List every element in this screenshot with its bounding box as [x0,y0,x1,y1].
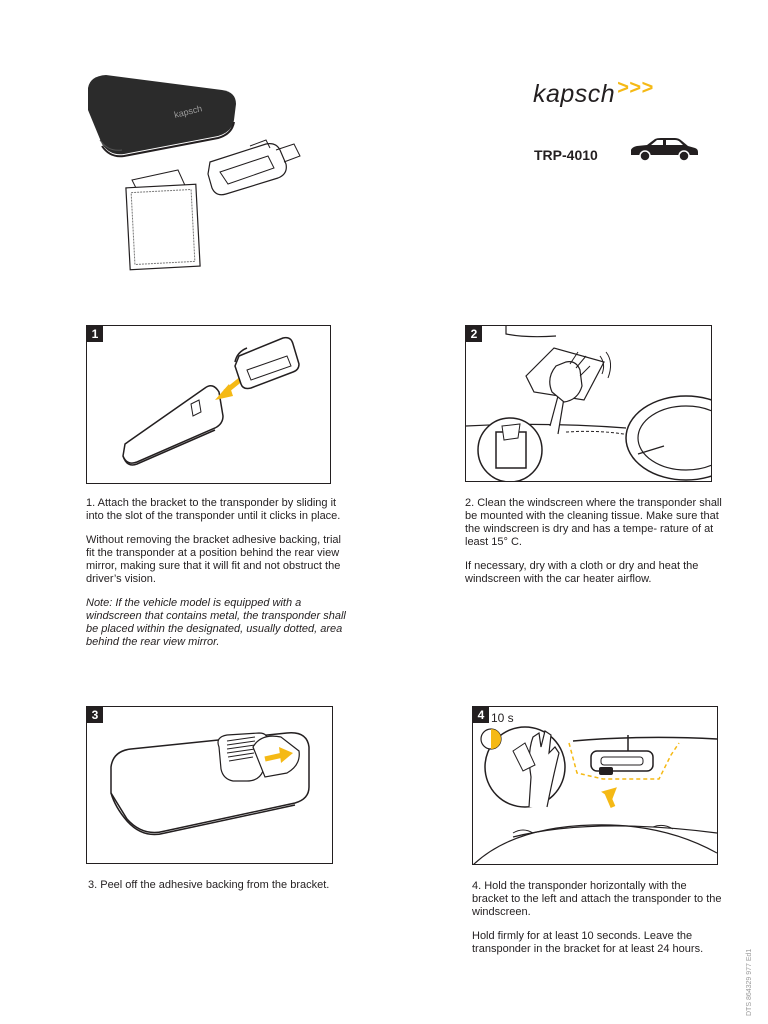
step-2-paragraph: 2. Clean the windscreen where the transp… [465,497,725,549]
step-3-paragraph: 3. Peel off the adhesive backing from th… [88,879,348,892]
step-2-text: 2. Clean the windscreen where the transp… [465,497,725,597]
step-number-badge: 1 [87,326,103,342]
step-1-paragraph: Without removing the bracket adhesive ba… [86,534,346,586]
step-number-badge: 2 [466,326,482,342]
step-4-paragraph: Hold firmly for at least 10 seconds. Lea… [472,930,722,956]
step-number-badge: 4 [473,707,489,723]
mounting-bracket [208,140,300,195]
step-4-illustration: 4 10 s [472,706,718,865]
step-number-badge: 3 [87,707,103,723]
step-3-illustration: 3 [86,706,333,864]
step-2-illustration: 2 [465,325,712,482]
step-4-text: 4. Hold the transponder horizontally wit… [472,880,722,967]
step-1-illustration: 1 [86,325,331,484]
step-1-text: 1. Attach the bracket to the transponder… [86,497,346,660]
cleaning-tissue-packet [126,170,200,270]
document-id: DTS 864329 977 Ed1 [746,949,753,1016]
brand-name: kapsch [533,80,615,108]
step-3-text: 3. Peel off the adhesive backing from th… [88,879,348,903]
step-4-paragraph: 4. Hold the transponder horizontally wit… [472,880,722,919]
step-2-paragraph: If necessary, dry with a cloth or dry an… [465,560,725,586]
step-1-note: Note: If the vehicle model is equipped w… [86,597,346,649]
package-contents-illustration: kapsch [80,70,330,280]
brand-chevrons-icon: >>> [617,77,654,99]
step-1-paragraph: 1. Attach the bracket to the transponder… [86,497,346,523]
car-icon [629,137,699,163]
brand-logo: kapsch>>> [533,80,654,109]
product-model: TRP-4010 [534,147,598,163]
timer-label: 10 s [491,711,514,725]
